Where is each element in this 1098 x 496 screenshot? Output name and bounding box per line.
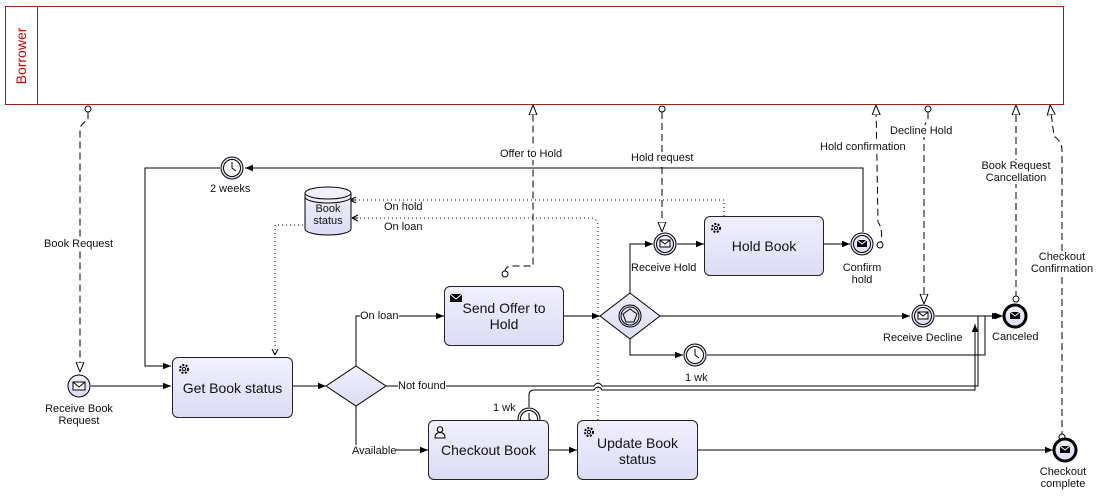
msg-book-request: [80, 112, 89, 372]
data-store-label: Book status: [313, 203, 343, 227]
label-checkout-complete: Checkout complete: [1034, 466, 1092, 490]
label-1-wk-gateway: 1 wk: [685, 372, 708, 384]
flow-gw-to-receive-hold: [629, 240, 653, 293]
label-assoc-on-hold: On hold: [384, 201, 423, 213]
msg-decline-hold: [924, 112, 928, 304]
gear-icon: [179, 364, 189, 374]
task-label: Get Book status: [182, 379, 283, 396]
label-flow-not-found: Not found: [398, 380, 446, 392]
label-receive-book-request: Receive Book Request: [40, 403, 118, 427]
label-msg-decline-hold: Decline Hold: [890, 125, 953, 137]
label-flow-available: Available: [352, 445, 397, 457]
msg-offer-to-hold: [504, 105, 533, 273]
task-get-book-status[interactable]: Get Book status: [172, 357, 293, 418]
task-checkout-book[interactable]: Checkout Book: [428, 420, 549, 480]
label-1-wk-checkout: 1 wk: [493, 402, 516, 414]
data-store-book-status: [304, 186, 352, 236]
flow-2weeks-to-get: [144, 167, 220, 370]
label-msg-offer-to-hold: Offer to Hold: [500, 148, 563, 160]
task-hold-book[interactable]: Hold Book: [704, 216, 824, 276]
start-event-receive-book-request: [67, 374, 91, 398]
task-label: Send Offer to Hold: [462, 300, 546, 332]
flow-1wk-checkout-loop: [528, 324, 979, 407]
event-receive-hold: [653, 232, 677, 256]
exclusive-gateway: [325, 365, 387, 407]
gear-icon: [711, 223, 721, 233]
assoc-on-hold: [350, 199, 725, 216]
pool-label-box: Borrower: [5, 6, 38, 105]
gear-icon: [584, 427, 594, 437]
borrower-pool: [5, 6, 1064, 105]
flow-gw-to-1wk: [629, 339, 683, 359]
label-msg-hold-request: Hold request: [631, 152, 694, 164]
label-receive-decline: Receive Decline: [883, 332, 963, 344]
label-msg-hold-confirmation: Hold confirmation: [820, 141, 906, 153]
task-update-book-status[interactable]: Update Book status: [577, 420, 698, 480]
user-icon: [434, 426, 446, 439]
label-msg-checkout-confirmation: Checkout Confirmation: [1029, 251, 1095, 275]
task-label: Update Book status: [597, 435, 678, 467]
label-receive-hold: Receive Hold: [631, 262, 697, 274]
task-label: Hold Book: [731, 238, 797, 254]
label-msg-book-request: Book Request: [44, 238, 114, 250]
assoc-to-get: [274, 224, 315, 355]
timer-event-2-weeks: [220, 156, 244, 180]
label-msg-cancellation: Book Request Cancellation: [980, 160, 1052, 184]
msg-checkout-confirmation: [1050, 105, 1063, 438]
envelope-icon: [449, 293, 463, 302]
end-event-checkout-complete: [1052, 437, 1078, 463]
task-send-offer-to-hold[interactable]: Send Offer to Hold: [444, 286, 564, 346]
end-event-canceled: [1002, 303, 1028, 329]
event-based-gateway: [599, 292, 661, 340]
label-flow-on-loan: On loan: [360, 310, 399, 322]
msg-hold-confirmation: [876, 105, 883, 249]
label-assoc-on-loan: On loan: [384, 221, 423, 233]
flow-available: [355, 406, 428, 454]
flow-on-loan: [355, 312, 444, 366]
event-confirm-hold: [850, 232, 874, 256]
label-confirm-hold: Confirm hold: [836, 262, 888, 286]
timer-event-1-wk: [683, 343, 707, 367]
label-2-weeks: 2 weeks: [210, 183, 251, 195]
task-label: Checkout Book: [441, 442, 536, 458]
flow-not-found: [386, 312, 1000, 387]
label-canceled: Canceled: [992, 331, 1039, 343]
assoc-on-loan: [352, 217, 599, 420]
event-receive-decline: [911, 304, 935, 328]
flow-confirm-to-2weeks: [245, 164, 864, 232]
